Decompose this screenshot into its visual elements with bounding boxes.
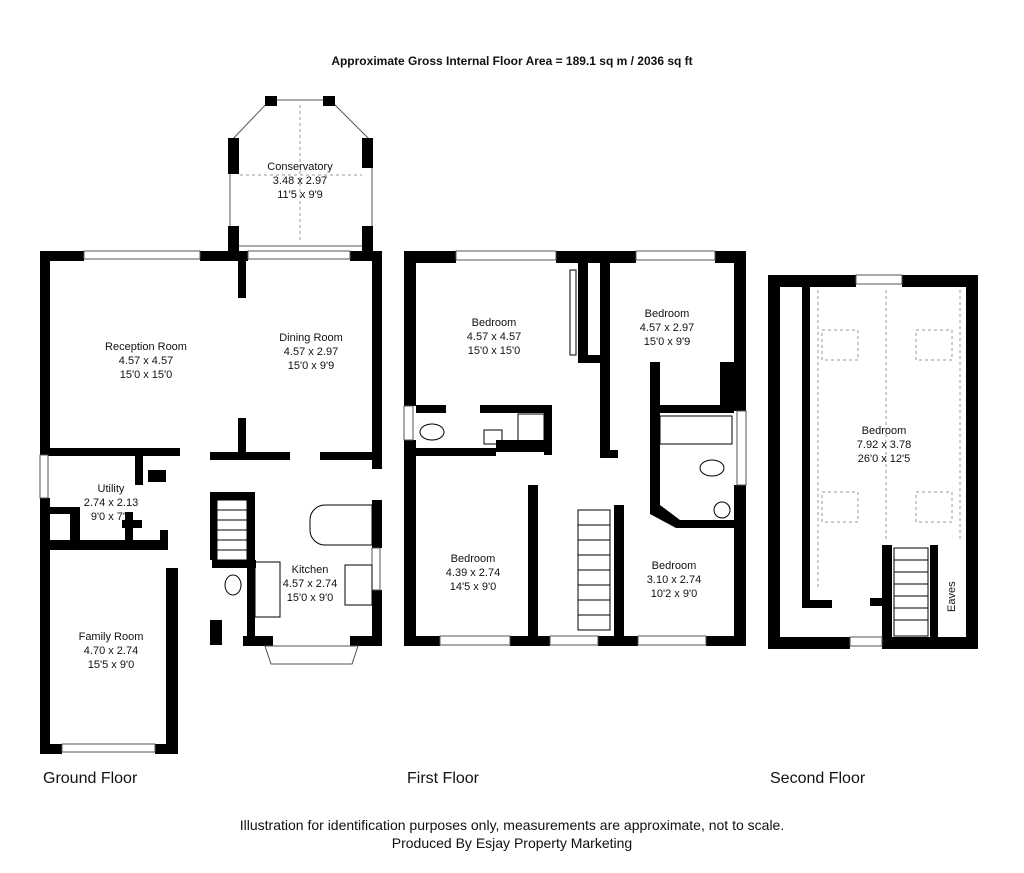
bed3-name: Bedroom (451, 553, 496, 565)
second-floor-label: Second Floor (770, 770, 866, 787)
ground-floor-plan: Conservatory 3.48 x 2.97 11'5 x 9'9 Rece… (39, 96, 382, 754)
kitchen-name: Kitchen (292, 564, 329, 576)
bed3-imperial: 14'5 x 9'0 (450, 581, 496, 593)
first-floor-fittings (419, 269, 733, 631)
first-floor-walls (404, 251, 746, 646)
utility-metric: 2.74 x 2.13 (84, 497, 138, 509)
utility-imperial: 9'0 x 7'0 (91, 511, 131, 523)
reception-imperial: 15'0 x 15'0 (120, 369, 173, 381)
second-floor-walls (768, 275, 978, 649)
floor-area-title: Approximate Gross Internal Floor Area = … (331, 54, 693, 68)
dining-imperial: 15'0 x 9'9 (288, 360, 334, 372)
bed1-name: Bedroom (472, 317, 517, 329)
kitchen-metric: 4.57 x 2.74 (283, 578, 337, 590)
ground-floor-label: Ground Floor (43, 770, 138, 787)
first-floor-plan: Bedroom 4.57 x 4.57 15'0 x 15'0 Bedroom … (403, 250, 747, 646)
first-floor-label: First Floor (407, 770, 479, 787)
utility-name: Utility (98, 483, 125, 495)
bed5-imperial: 26'0 x 12'5 (858, 453, 911, 465)
family-metric: 4.70 x 2.74 (84, 645, 138, 657)
bed4-imperial: 10'2 x 9'0 (651, 588, 697, 600)
ground-floor-windows (39, 250, 381, 753)
conservatory-metric: 3.48 x 2.97 (273, 175, 327, 187)
conservatory-walls (228, 96, 373, 252)
bed4-name: Bedroom (652, 560, 697, 572)
ground-floor-fittings (216, 499, 373, 618)
reception-metric: 4.57 x 4.57 (119, 355, 173, 367)
family-name: Family Room (79, 631, 144, 643)
bed5-metric: 7.92 x 3.78 (857, 439, 911, 451)
bed4-metric: 3.10 x 2.74 (647, 574, 701, 586)
bed3-metric: 4.39 x 2.74 (446, 567, 500, 579)
eaves-label: Eaves (946, 581, 958, 612)
bed1-imperial: 15'0 x 15'0 (468, 345, 521, 357)
family-imperial: 15'5 x 9'0 (88, 659, 134, 671)
dining-metric: 4.57 x 2.97 (284, 346, 338, 358)
dining-name: Dining Room (279, 332, 343, 344)
second-floor-plan: Bedroom 7.92 x 3.78 26'0 x 12'5 Eaves (768, 274, 978, 649)
ground-floor-walls (40, 251, 382, 754)
second-floor-fittings (817, 290, 961, 637)
kitchen-imperial: 15'0 x 9'0 (287, 592, 333, 604)
second-floor-windows (849, 274, 903, 647)
reception-name: Reception Room (105, 341, 187, 353)
disclaimer-text: Illustration for identification purposes… (239, 817, 785, 833)
conservatory-name: Conservatory (267, 161, 333, 173)
bed2-imperial: 15'0 x 9'9 (644, 336, 690, 348)
first-floor-windows (403, 250, 747, 646)
producer-text: Produced By Esjay Property Marketing (391, 835, 633, 851)
conservatory-imperial: 11'5 x 9'9 (277, 189, 323, 201)
bed2-metric: 4.57 x 2.97 (640, 322, 694, 334)
bed5-name: Bedroom (862, 425, 907, 437)
bed1-metric: 4.57 x 4.57 (467, 331, 521, 343)
bed2-name: Bedroom (645, 308, 690, 320)
